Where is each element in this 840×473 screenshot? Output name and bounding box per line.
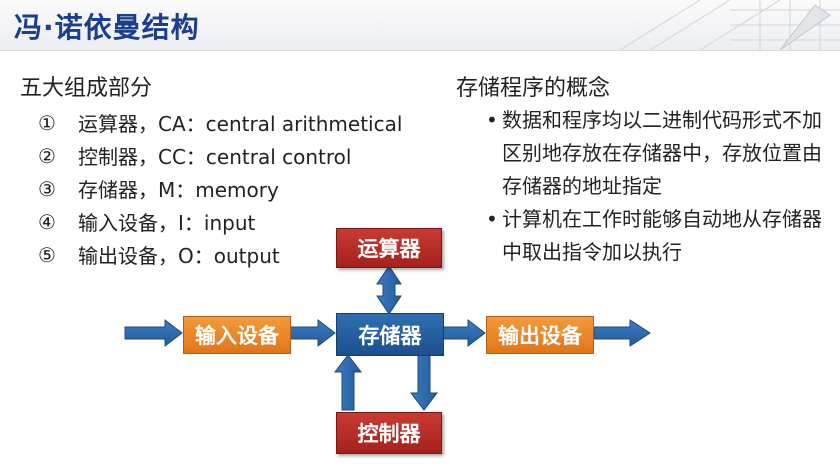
memory-to-control-arrow — [409, 354, 439, 411]
item-text: 运算器，CA：central arithmetical — [78, 112, 403, 136]
list-item: ⑤ 输出设备，O：output — [38, 238, 402, 271]
bullet-item: •数据和程序均以二进制代码形式不加区别地存放在存储器中，存放位置由存储器的地址指… — [484, 104, 834, 203]
item-text: 输入设备，I：input — [78, 211, 256, 235]
input-to-memory-arrow — [289, 318, 336, 348]
memory-to-output-arrow — [442, 318, 486, 348]
bullet-dot: • — [486, 108, 498, 132]
item-text: 存储器，M：memory — [78, 178, 279, 202]
item-text: 输出设备，O：output — [78, 244, 280, 268]
output-arrow — [593, 319, 651, 347]
bullet-dot: • — [486, 207, 498, 231]
components-list: ① 运算器，CA：central arithmetical ② 控制器，CC：cen… — [38, 106, 402, 271]
output-device-box: 输出设备 — [486, 316, 594, 354]
memory-box: 存储器 — [336, 313, 444, 356]
list-item: ③ 存储器，M：memory — [38, 172, 402, 205]
list-item: ① 运算器，CA：central arithmetical — [38, 106, 402, 139]
control-unit-box: 控制器 — [336, 412, 442, 454]
memory-alu-double-arrow — [376, 265, 402, 315]
bullet-item: •计算机在工作时能够自动地从存储器中取出指令加以执行 — [484, 203, 834, 269]
item-number: ① — [38, 110, 56, 135]
stored-program-heading: 存储程序的概念 — [456, 76, 611, 101]
item-text: 控制器，CC：central control — [78, 145, 352, 169]
slide-header: 冯·诺依曼结构 — [0, 0, 840, 51]
item-number: ④ — [38, 209, 56, 234]
item-number: ② — [38, 143, 56, 168]
bullet-text: 计算机在工作时能够自动地从存储器中取出指令加以执行 — [502, 207, 822, 264]
components-heading: 五大组成部分 — [20, 76, 153, 101]
input-arrow — [124, 318, 183, 348]
item-number: ⑤ — [38, 242, 56, 267]
input-device-box: 输入设备 — [183, 316, 291, 354]
ruler-compass-decoration — [619, 0, 840, 50]
control-to-memory-arrow — [333, 354, 363, 411]
list-item: ② 控制器，CC：central control — [38, 139, 402, 172]
stored-program-bullets: •数据和程序均以二进制代码形式不加区别地存放在存储器中，存放位置由存储器的地址指… — [484, 104, 834, 269]
bullet-text: 数据和程序均以二进制代码形式不加区别地存放在存储器中，存放位置由存储器的地址指定 — [502, 108, 822, 198]
list-item: ④ 输入设备，I：input — [38, 205, 402, 238]
item-number: ③ — [38, 176, 56, 201]
slide-title: 冯·诺依曼结构 — [14, 11, 200, 44]
alu-box: 运算器 — [336, 228, 442, 268]
